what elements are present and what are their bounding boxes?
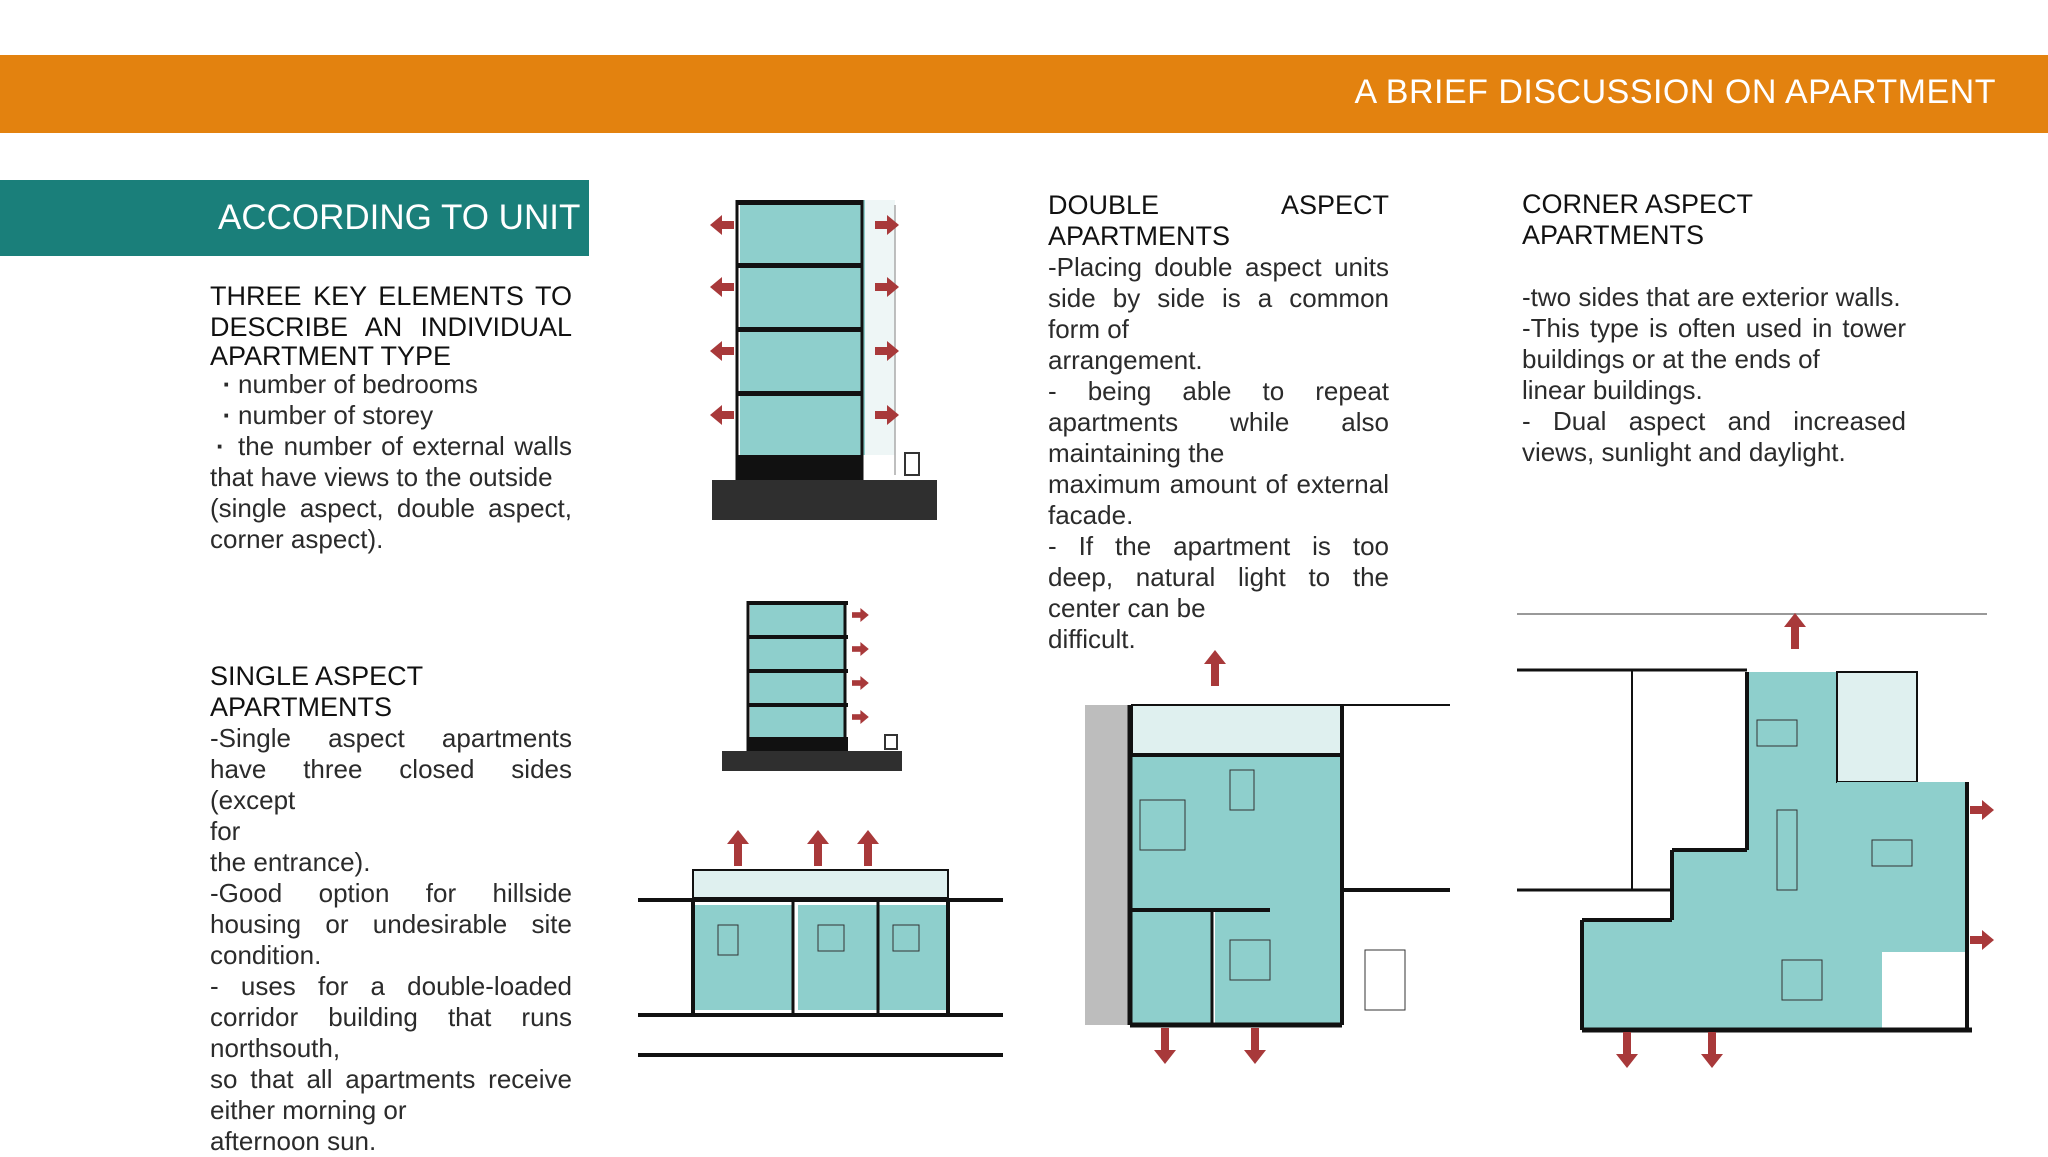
corner-line: buildings or at the ends of xyxy=(1522,344,1820,374)
single-line: -Single aspect apartments xyxy=(210,723,572,753)
single-line: the entrance). xyxy=(210,847,371,877)
intro-heading-line: THREE KEY ELEMENTS TO xyxy=(210,281,572,311)
corner-aspect-block: CORNER ASPECT APARTMENTS -two sides that… xyxy=(1522,189,1906,468)
single-line: northsouth, xyxy=(210,1033,341,1063)
double-aspect-section-drawing xyxy=(710,200,937,520)
intro-heading-line: APARTMENT TYPE xyxy=(210,341,452,371)
section-label-box: ACCORDING TO UNIT xyxy=(0,180,589,256)
double-aspect-plan-drawing xyxy=(1085,650,1450,1064)
single-line: -Good option for hillside xyxy=(210,878,572,908)
double-line: -Placing double aspect units xyxy=(1048,252,1389,282)
page-title: A BRIEF DISCUSSION ON APARTMENT xyxy=(1354,73,1996,111)
intro-block: THREE KEY ELEMENTS TO DESCRIBE AN INDIVI… xyxy=(210,281,572,555)
intro-body-line: (single aspect, double aspect, xyxy=(210,493,572,523)
single-line: housing or undesirable site xyxy=(210,909,572,939)
double-line: arrangement. xyxy=(1048,345,1203,375)
double-line: side by side is a common xyxy=(1048,283,1389,313)
double-heading-line: APARTMENTS xyxy=(1048,221,1231,251)
corner-line: - Dual aspect and increased xyxy=(1522,406,1906,436)
single-line: have three closed sides (except xyxy=(210,754,572,815)
single-line: corridor building that runs xyxy=(210,1002,572,1032)
intro-body-line: corner aspect). xyxy=(210,524,384,554)
double-line: deep, natural light to the xyxy=(1048,562,1389,592)
single-aspect-block: SINGLE ASPECT APARTMENTS -Single aspect … xyxy=(210,661,572,1157)
single-line: for xyxy=(210,816,241,846)
single-aspect-section-drawing xyxy=(722,601,902,771)
single-aspect-plan-drawing xyxy=(638,830,1003,1057)
bullet-item: number of storey xyxy=(210,400,572,431)
intro-body-line: that have views to the outside xyxy=(210,462,553,492)
double-line: - being able to repeat xyxy=(1048,376,1389,406)
double-line: form of xyxy=(1048,314,1129,344)
single-aspect-heading: SINGLE ASPECT APARTMENTS xyxy=(210,661,423,722)
intro-heading-line: DESCRIBE AN INDIVIDUAL xyxy=(210,312,572,342)
single-line: so that all apartments receive xyxy=(210,1064,572,1094)
double-line: difficult. xyxy=(1048,624,1136,654)
double-line: facade. xyxy=(1048,500,1134,530)
double-aspect-block: DOUBLE ASPECT APARTMENTS -Placing double… xyxy=(1048,190,1389,655)
spacer xyxy=(1522,251,1906,282)
double-line: apartments while also xyxy=(1048,407,1389,437)
double-line: maintaining the xyxy=(1048,438,1225,468)
bullet-item: number of bedrooms xyxy=(210,369,572,400)
bullet-item: the number of external walls xyxy=(210,431,572,462)
double-line: center can be xyxy=(1048,593,1206,623)
single-line: afternoon sun. xyxy=(210,1126,377,1156)
header-banner: A BRIEF DISCUSSION ON APARTMENT xyxy=(0,55,2048,133)
corner-line: linear buildings. xyxy=(1522,375,1703,405)
single-line: - uses for a double-loaded xyxy=(210,971,572,1001)
corner-line: -two sides that are exterior walls. xyxy=(1522,282,1901,312)
corner-line: -This type is often used in tower xyxy=(1522,313,1906,343)
double-heading-line: DOUBLE ASPECT xyxy=(1048,190,1389,220)
double-line: maximum amount of external xyxy=(1048,469,1389,499)
corner-aspect-plan-drawing xyxy=(1517,613,1994,1068)
double-line: - If the apartment is too xyxy=(1048,531,1389,561)
section-label: ACCORDING TO UNIT xyxy=(218,198,581,237)
corner-line: views, sunlight and daylight. xyxy=(1522,437,1846,467)
corner-heading: CORNER ASPECT APARTMENTS xyxy=(1522,189,1753,250)
single-line: either morning or xyxy=(210,1095,407,1125)
single-line: condition. xyxy=(210,940,322,970)
